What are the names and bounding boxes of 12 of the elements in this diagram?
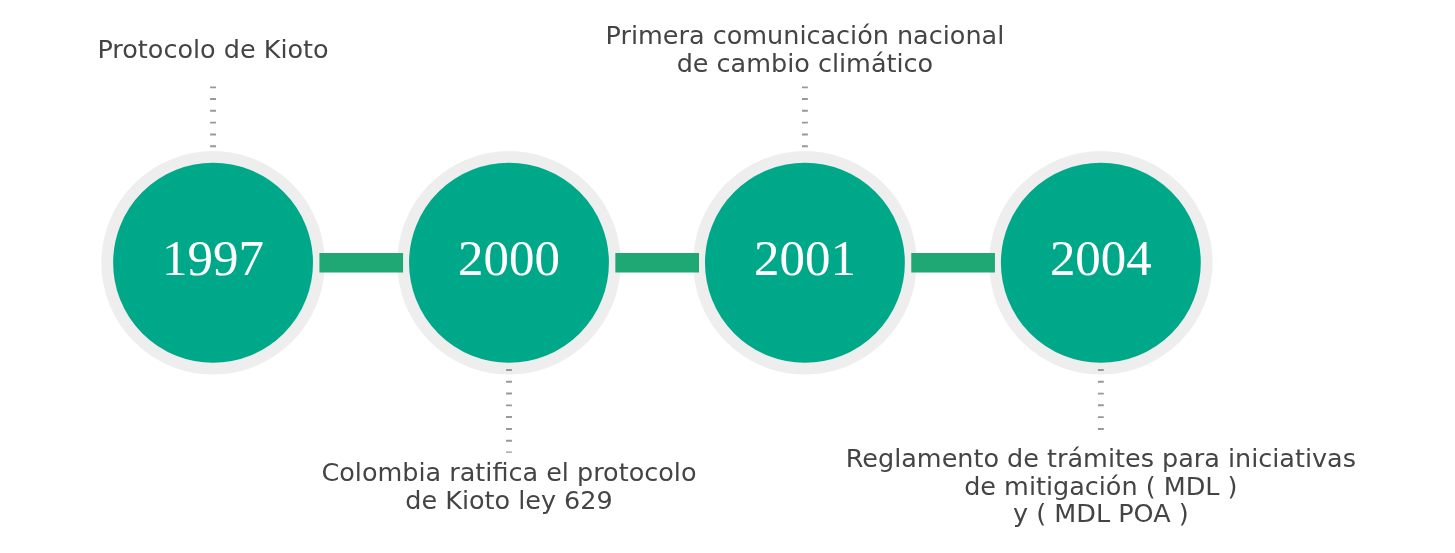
connector — [910, 252, 995, 273]
connector — [614, 252, 699, 273]
node-circle: 2004 — [988, 151, 1213, 375]
node-circle: 2001 — [692, 151, 917, 375]
node-circle: 2000 — [396, 151, 621, 375]
node-text: Primera comunicación nacional de cambio climático — [605, 20, 1004, 78]
node-circle: 1997 — [100, 151, 325, 375]
node-text: Protocolo de Kioto — [96, 33, 329, 64]
connector — [505, 369, 512, 453]
node-text: Reglamento de trámites para iniciativas de mitigación ( MDL ) y ( MDL POA ) — [845, 443, 1356, 529]
connector — [318, 252, 403, 273]
node-text: Colombia ratifica el protocolo de Kioto ley 629 — [321, 457, 696, 515]
